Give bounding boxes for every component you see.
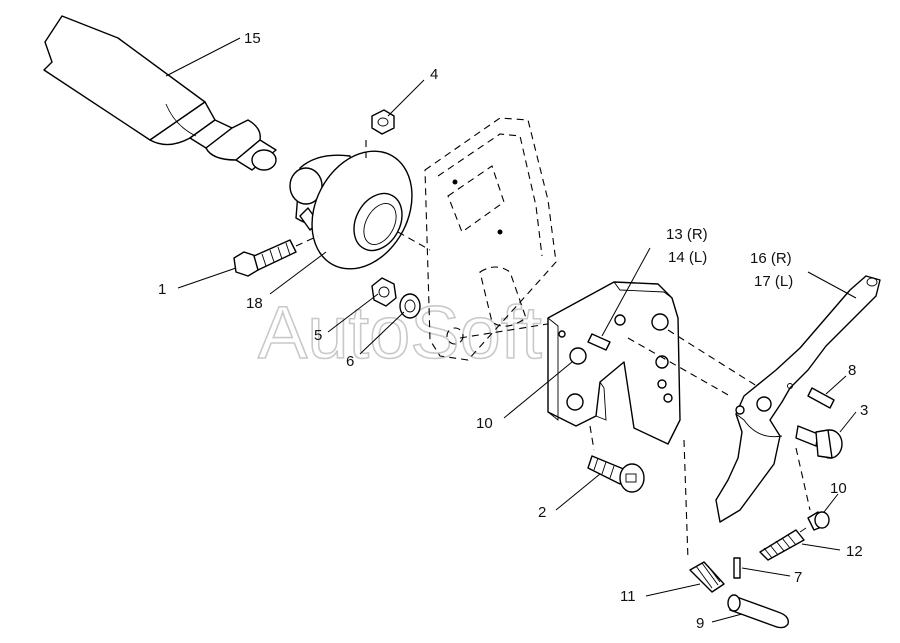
leader-13-14 <box>601 247 651 337</box>
callout-10-upper: 10 <box>476 415 493 432</box>
leader-4 <box>387 79 425 117</box>
part-13-14-bracket <box>547 281 681 445</box>
callout-1: 1 <box>158 281 166 298</box>
callout-3: 3 <box>860 402 868 419</box>
part-18-hub <box>289 150 413 270</box>
part-7-pin <box>733 557 741 579</box>
leader-16-17 <box>807 271 857 299</box>
part-6-washer <box>399 293 421 319</box>
callout-8: 8 <box>848 362 856 379</box>
callout-17: 17 (L) <box>754 273 793 290</box>
callout-2: 2 <box>538 504 546 521</box>
callout-6: 6 <box>346 353 354 370</box>
part-2-screw <box>587 455 645 493</box>
leader-10-lower <box>823 493 839 513</box>
leader-6 <box>359 311 405 355</box>
leader-5 <box>327 293 379 333</box>
part-1-bolt <box>233 239 297 277</box>
leader-3 <box>839 411 857 433</box>
part-8-pin <box>807 387 835 409</box>
callout-14: 14 (L) <box>668 249 707 266</box>
callout-16: 16 (R) <box>750 250 792 267</box>
callout-12: 12 <box>846 543 863 560</box>
callout-5: 5 <box>314 327 322 344</box>
leader-8 <box>825 375 847 395</box>
leader-1 <box>177 267 237 289</box>
part-12-spring <box>759 527 807 561</box>
leader-7 <box>741 567 791 577</box>
callout-13: 13 (R) <box>666 226 708 243</box>
leader-12 <box>801 543 841 551</box>
callout-18: 18 <box>246 295 263 312</box>
part-9-pin <box>727 594 789 629</box>
part-10-rivet <box>807 511 830 531</box>
leader-18 <box>269 251 327 295</box>
part-11-spring <box>689 561 725 593</box>
callout-10-lower: 10 <box>830 480 847 497</box>
part-15-shaft <box>43 15 277 171</box>
callout-4: 4 <box>430 66 438 83</box>
callout-9: 9 <box>696 615 704 632</box>
part-16-17-lever <box>715 275 881 523</box>
leader-9 <box>711 613 743 623</box>
pin-in-bracket <box>587 333 611 351</box>
callout-11: 11 <box>620 588 636 605</box>
callout-15: 15 <box>244 30 261 47</box>
part-3-bolt <box>795 425 843 459</box>
leader-10-upper <box>503 361 573 419</box>
leader-15 <box>165 37 241 77</box>
leader-11 <box>645 583 701 597</box>
leader-2 <box>555 473 601 511</box>
part-5-nut <box>371 277 397 307</box>
callout-7: 7 <box>794 569 802 586</box>
mounting-plate-phantom <box>424 117 557 361</box>
